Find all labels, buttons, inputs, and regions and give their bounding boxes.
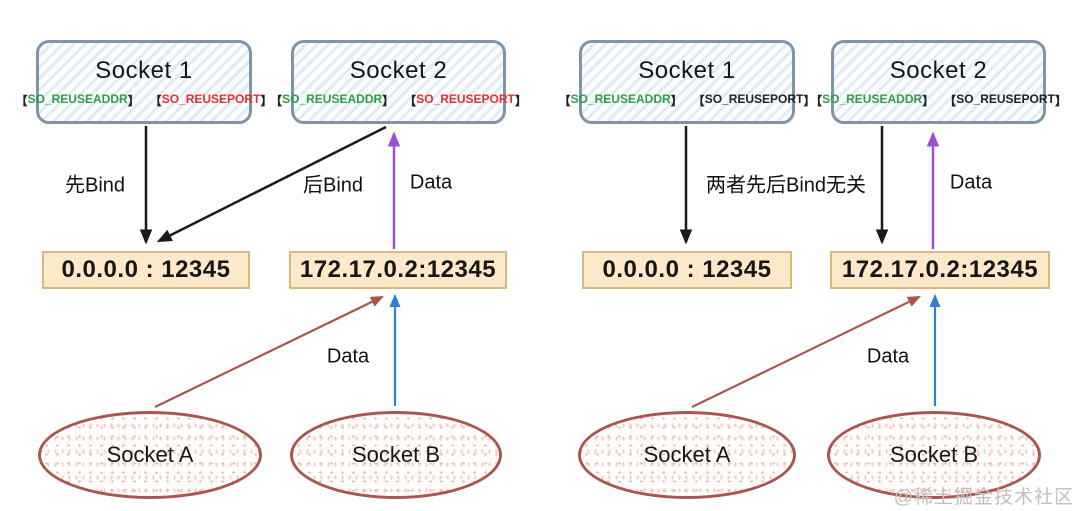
left-socket-a-ellipse: Socket A bbox=[38, 411, 262, 499]
right-data-top-label: Data bbox=[949, 171, 993, 194]
right-socket2-box: Socket 2 【SO_REUSEADDR】 【SO_REUSEPORT】 bbox=[810, 40, 1067, 124]
left-socket2-reuseaddr-option: 【SO_REUSEADDR】 bbox=[270, 92, 395, 108]
right-socket-b-label: Socket B bbox=[889, 442, 979, 467]
right-wildcard-address: 0.0.0.0 : 12345 bbox=[582, 251, 792, 289]
left-bind-second-label: 后Bind bbox=[302, 174, 364, 197]
right-specific-address: 172.17.0.2:12345 bbox=[830, 251, 1050, 289]
right-socket2-reuseaddr-option: 【SO_REUSEADDR】 bbox=[810, 92, 935, 108]
right-bind-order-label: 两者先后Bind无关 bbox=[705, 174, 867, 197]
left-bind-first-label: 先Bind bbox=[64, 174, 126, 197]
right-socket1-reuseaddr-option: 【SO_REUSEADDR】 bbox=[558, 92, 683, 108]
left-data-bottom-label: Data bbox=[326, 345, 370, 368]
right-socket-a-label: Socket A bbox=[643, 442, 731, 467]
left-socketa-data-arrow bbox=[154, 296, 384, 408]
left-socket2-reuseport-option: 【SO_REUSEPORT】 bbox=[404, 92, 527, 108]
left-socket1-box: Socket 1 【SO_REUSEADDR】 【SO_REUSEPORT】 bbox=[16, 40, 272, 124]
left-data-top-label: Data bbox=[409, 171, 453, 194]
left-socket1-reuseport-option: 【SO_REUSEPORT】 bbox=[149, 92, 273, 108]
left-socket1-title: Socket 1 bbox=[95, 57, 193, 84]
left-wildcard-address: 0.0.0.0 : 12345 bbox=[42, 251, 250, 289]
left-socket2-box: Socket 2 【SO_REUSEADDR】 【SO_REUSEPORT】 bbox=[270, 40, 527, 124]
left-socket2-title: Socket 2 bbox=[349, 57, 448, 84]
right-data-bottom-label: Data bbox=[866, 345, 910, 368]
left-socket1-reuseaddr-option: 【SO_REUSEADDR】 bbox=[15, 92, 140, 108]
right-socketa-data-arrow bbox=[691, 296, 921, 408]
right-socket2-reuseport-option: 【SO_REUSEPORT】 bbox=[944, 92, 1067, 108]
left-specific-address: 172.17.0.2:12345 bbox=[289, 251, 507, 289]
left-bind-second-arrow bbox=[156, 125, 387, 243]
right-socket1-box: Socket 1 【SO_REUSEADDR】 【SO_REUSEPORT】 bbox=[559, 40, 815, 124]
right-socket-b-ellipse: Socket B bbox=[827, 411, 1041, 499]
left-socket-a-label: Socket A bbox=[106, 442, 194, 467]
right-socket1-title: Socket 1 bbox=[638, 57, 736, 84]
right-socket-a-ellipse: Socket A bbox=[578, 411, 796, 499]
watermark: @稀土掘金技术社区 bbox=[893, 487, 1074, 508]
right-socket1-reuseport-option: 【SO_REUSEPORT】 bbox=[692, 92, 816, 108]
left-socket-b-ellipse: Socket B bbox=[290, 411, 502, 499]
left-socket-b-label: Socket B bbox=[351, 442, 441, 467]
right-socket2-title: Socket 2 bbox=[889, 57, 988, 84]
